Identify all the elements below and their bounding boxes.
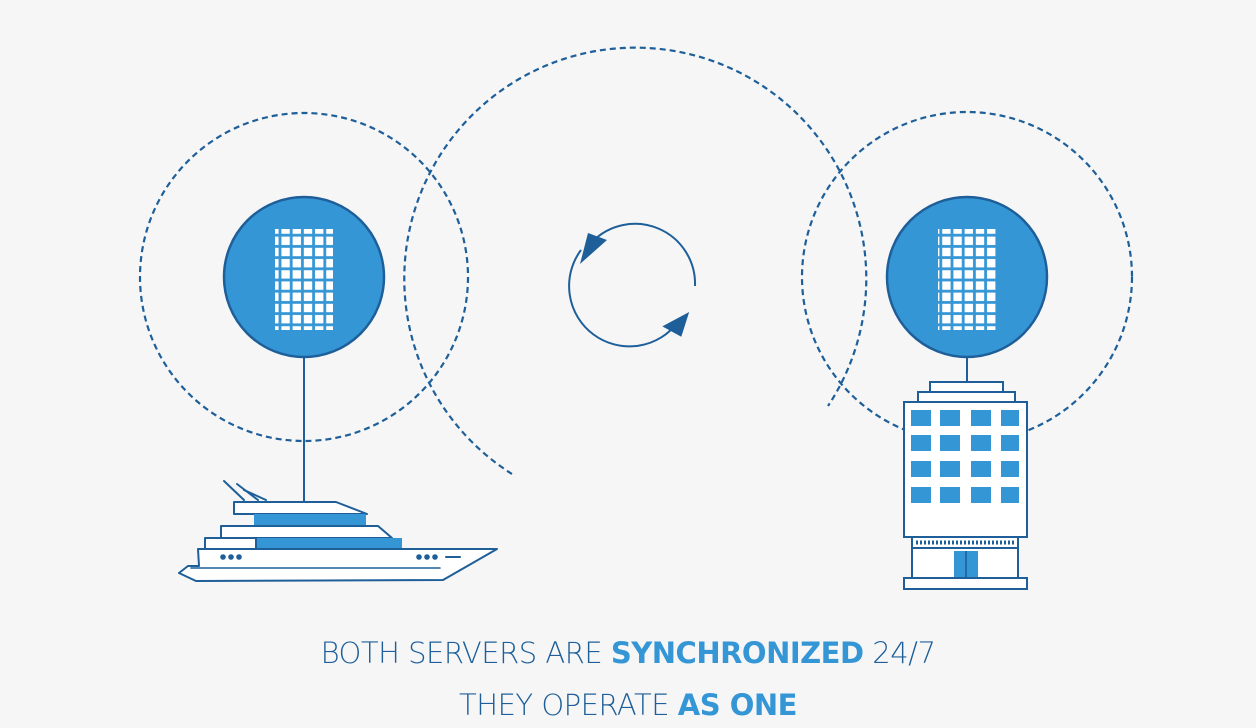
caption-line-1-text: BOTH SERVERS ARE — [320, 636, 611, 670]
right-signal-ring — [800, 110, 1134, 444]
right-server — [885, 195, 1049, 382]
central-signal-arc — [403, 46, 868, 475]
left-signal-ring — [138, 111, 470, 443]
server-icon — [275, 229, 333, 330]
left-server — [222, 195, 386, 502]
caption-line-1-suffix: 24/7 — [863, 636, 936, 670]
caption-line-2-emphasis: AS ONE — [677, 688, 798, 722]
caption-line-2: THEY OPERATE AS ONE — [0, 688, 1256, 722]
building-windows — [911, 410, 1019, 503]
caption-line-1-emphasis: SYNCHRONIZED — [610, 636, 864, 670]
sync-arrows-icon — [568, 222, 697, 348]
yacht-icon — [178, 480, 498, 582]
caption-line-1: BOTH SERVERS ARE SYNCHRONIZED 24/7 — [0, 636, 1256, 670]
caption-line-2-text: THEY OPERATE — [459, 688, 678, 722]
server-icon — [938, 229, 996, 330]
office-building-icon — [903, 381, 1028, 590]
